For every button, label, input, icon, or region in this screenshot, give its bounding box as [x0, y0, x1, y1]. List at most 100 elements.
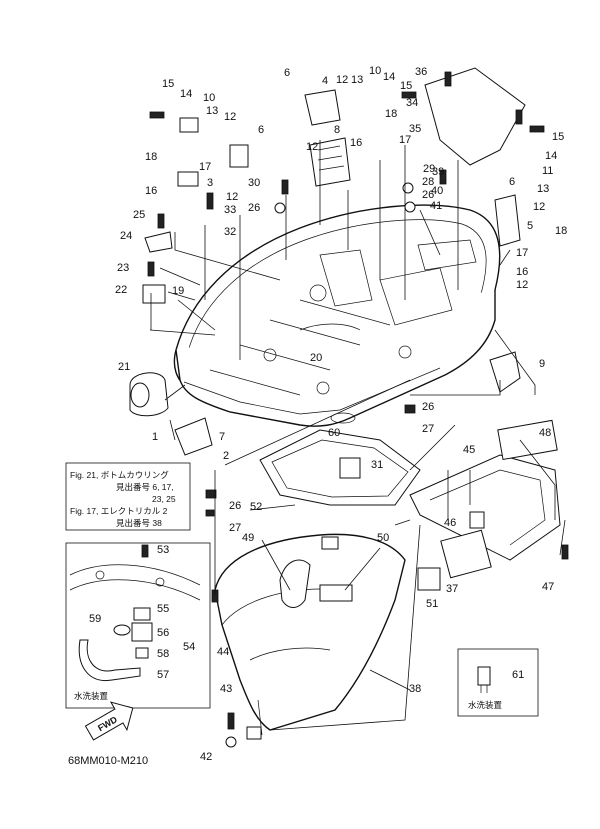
callout-16: 16: [516, 266, 528, 278]
callout-32: 32: [224, 226, 236, 238]
callout-27: 27: [229, 522, 241, 534]
callout-26: 26: [248, 202, 260, 214]
callout-12: 12: [226, 191, 238, 203]
callout-33: 33: [224, 204, 236, 216]
callout-6: 6: [509, 176, 515, 188]
callout-4: 4: [322, 75, 328, 87]
callout-15: 15: [162, 78, 174, 90]
callout-24: 24: [120, 230, 132, 242]
note-line-2: 見出番号 6, 17,: [116, 482, 174, 492]
callout-27: 27: [422, 423, 434, 435]
callout-22: 22: [115, 284, 127, 296]
callout-10: 10: [203, 92, 215, 104]
callout-50: 50: [377, 532, 389, 544]
fwd-arrow: FWD: [84, 701, 134, 741]
callout-58: 58: [157, 648, 169, 660]
callout-61: 61: [512, 669, 524, 681]
callout-16: 16: [350, 137, 362, 149]
flush-fitting-inset: 水洗装置: [457, 648, 539, 717]
flush-device-inset: 水洗装置: [65, 542, 211, 709]
lower-apron: [214, 533, 406, 740]
leader-lines: [149, 140, 566, 731]
note-line-4: Fig. 17, エレクトリカル 2: [70, 506, 168, 516]
callout-57: 57: [157, 669, 169, 681]
note-line-5: 見出番号 38: [116, 518, 162, 528]
bracket-assembly: [409, 419, 561, 591]
inset-small-label: 水洗装置: [468, 700, 503, 710]
callout-36: 36: [415, 66, 427, 78]
callout-6: 6: [284, 67, 290, 79]
note-line-3: 23, 25: [152, 494, 176, 504]
callout-37: 37: [446, 583, 458, 595]
callout-34: 34: [406, 97, 418, 109]
callout-48: 48: [539, 427, 551, 439]
callout-42: 42: [200, 751, 212, 763]
callout-41: 41: [430, 200, 442, 212]
callout-1: 1: [152, 431, 158, 443]
callout-31: 31: [371, 459, 383, 471]
callout-38: 38: [409, 683, 421, 695]
callout-14: 14: [545, 150, 557, 162]
callout-20: 20: [310, 352, 322, 364]
callout-60: 60: [328, 427, 340, 439]
callout-51: 51: [426, 598, 438, 610]
callout-13: 13: [351, 74, 363, 86]
callout-30: 30: [248, 177, 260, 189]
callout-45: 45: [463, 444, 475, 456]
callout-18: 18: [555, 225, 567, 237]
callout-43: 43: [220, 683, 232, 695]
callout-10: 10: [369, 65, 381, 77]
callout-54: 54: [183, 641, 195, 653]
callout-39: 39: [432, 166, 444, 178]
callout-12: 12: [306, 141, 318, 153]
callout-29: 29: [423, 163, 435, 175]
callout-7: 7: [219, 431, 225, 443]
inset-flush-label: 水洗装置: [74, 691, 109, 701]
callout-14: 14: [383, 71, 395, 83]
callout-52: 52: [250, 501, 262, 513]
callout-44: 44: [217, 646, 229, 658]
callout-12: 12: [533, 201, 545, 213]
callout-26: 26: [229, 500, 241, 512]
bottom-cowling: [173, 204, 501, 427]
callout-26: 26: [422, 189, 434, 201]
callout-35: 35: [409, 123, 421, 135]
callout-17: 17: [399, 134, 411, 146]
callout-9: 9: [539, 358, 545, 370]
callout-49: 49: [242, 532, 254, 544]
callout-26: 26: [422, 401, 434, 413]
drawing-code: 68MM010-M210: [68, 755, 148, 767]
callout-40: 40: [431, 185, 443, 197]
callout-19: 19: [172, 285, 184, 297]
callout-2: 2: [223, 450, 229, 462]
callout-53: 53: [157, 544, 169, 556]
callout-18: 18: [385, 108, 397, 120]
callout-12: 12: [224, 111, 236, 123]
reference-note-box: Fig. 21, ボトムカウリング 見出番号 6, 17, 23, 25 Fig…: [65, 462, 191, 531]
callout-12: 12: [516, 279, 528, 291]
callout-6: 6: [258, 124, 264, 136]
callout-15: 15: [552, 131, 564, 143]
callout-46: 46: [444, 517, 456, 529]
callout-47: 47: [542, 581, 554, 593]
callout-8: 8: [334, 124, 340, 136]
callout-15: 15: [400, 80, 412, 92]
callout-59: 59: [89, 613, 101, 625]
note-line-1: Fig. 21, ボトムカウリング: [70, 470, 169, 480]
callout-56: 56: [157, 627, 169, 639]
callout-13: 13: [206, 105, 218, 117]
callout-28: 28: [422, 176, 434, 188]
callout-16: 16: [145, 185, 157, 197]
callout-11: 11: [542, 165, 553, 177]
callout-23: 23: [117, 262, 129, 274]
callout-17: 17: [199, 161, 211, 173]
callout-3: 3: [207, 177, 213, 189]
callout-21: 21: [118, 361, 130, 373]
callout-12: 12: [336, 74, 348, 86]
callout-17: 17: [516, 247, 528, 259]
callout-14: 14: [180, 88, 192, 100]
callout-55: 55: [157, 603, 169, 615]
callout-25: 25: [133, 209, 145, 221]
